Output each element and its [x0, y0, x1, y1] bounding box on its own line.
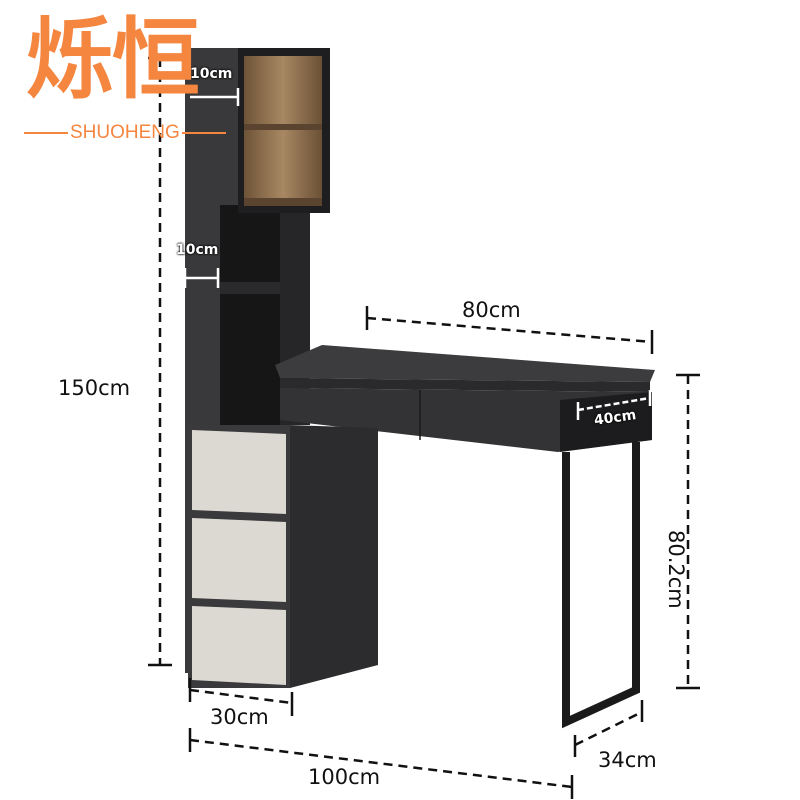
width-30-line	[189, 688, 293, 705]
drawer-unit	[188, 425, 290, 688]
label-total-width: 100cm	[308, 765, 381, 789]
top-shelf-cabinet	[238, 48, 330, 213]
brand-name-en: SHUOHENG	[70, 122, 180, 143]
inline-markers	[183, 88, 652, 420]
divider-line	[181, 132, 226, 134]
label-cabinet-width: 30cm	[210, 705, 269, 729]
width-100-line	[189, 738, 573, 789]
dimension-lines	[158, 58, 690, 789]
label-desk-depth: 34cm	[598, 748, 657, 772]
cabinet-side	[288, 425, 378, 688]
dimension-ticks	[148, 56, 700, 799]
desk-leg-frame	[562, 442, 640, 729]
label-top-shelf-depth: 10cm	[190, 66, 233, 82]
width-80-line	[366, 316, 653, 344]
desk-top	[275, 345, 655, 452]
label-desk-height: 80.2cm	[664, 530, 688, 609]
brand-subtitle: SHUOHENG	[22, 122, 228, 144]
label-total-height: 150cm	[58, 376, 131, 400]
label-shelf-depth: 10cm	[176, 242, 219, 258]
depth-34-line	[574, 710, 643, 747]
brand-logo: 烁恒	[26, 8, 200, 111]
label-desk-width: 80cm	[462, 298, 521, 322]
divider-line	[24, 132, 68, 134]
